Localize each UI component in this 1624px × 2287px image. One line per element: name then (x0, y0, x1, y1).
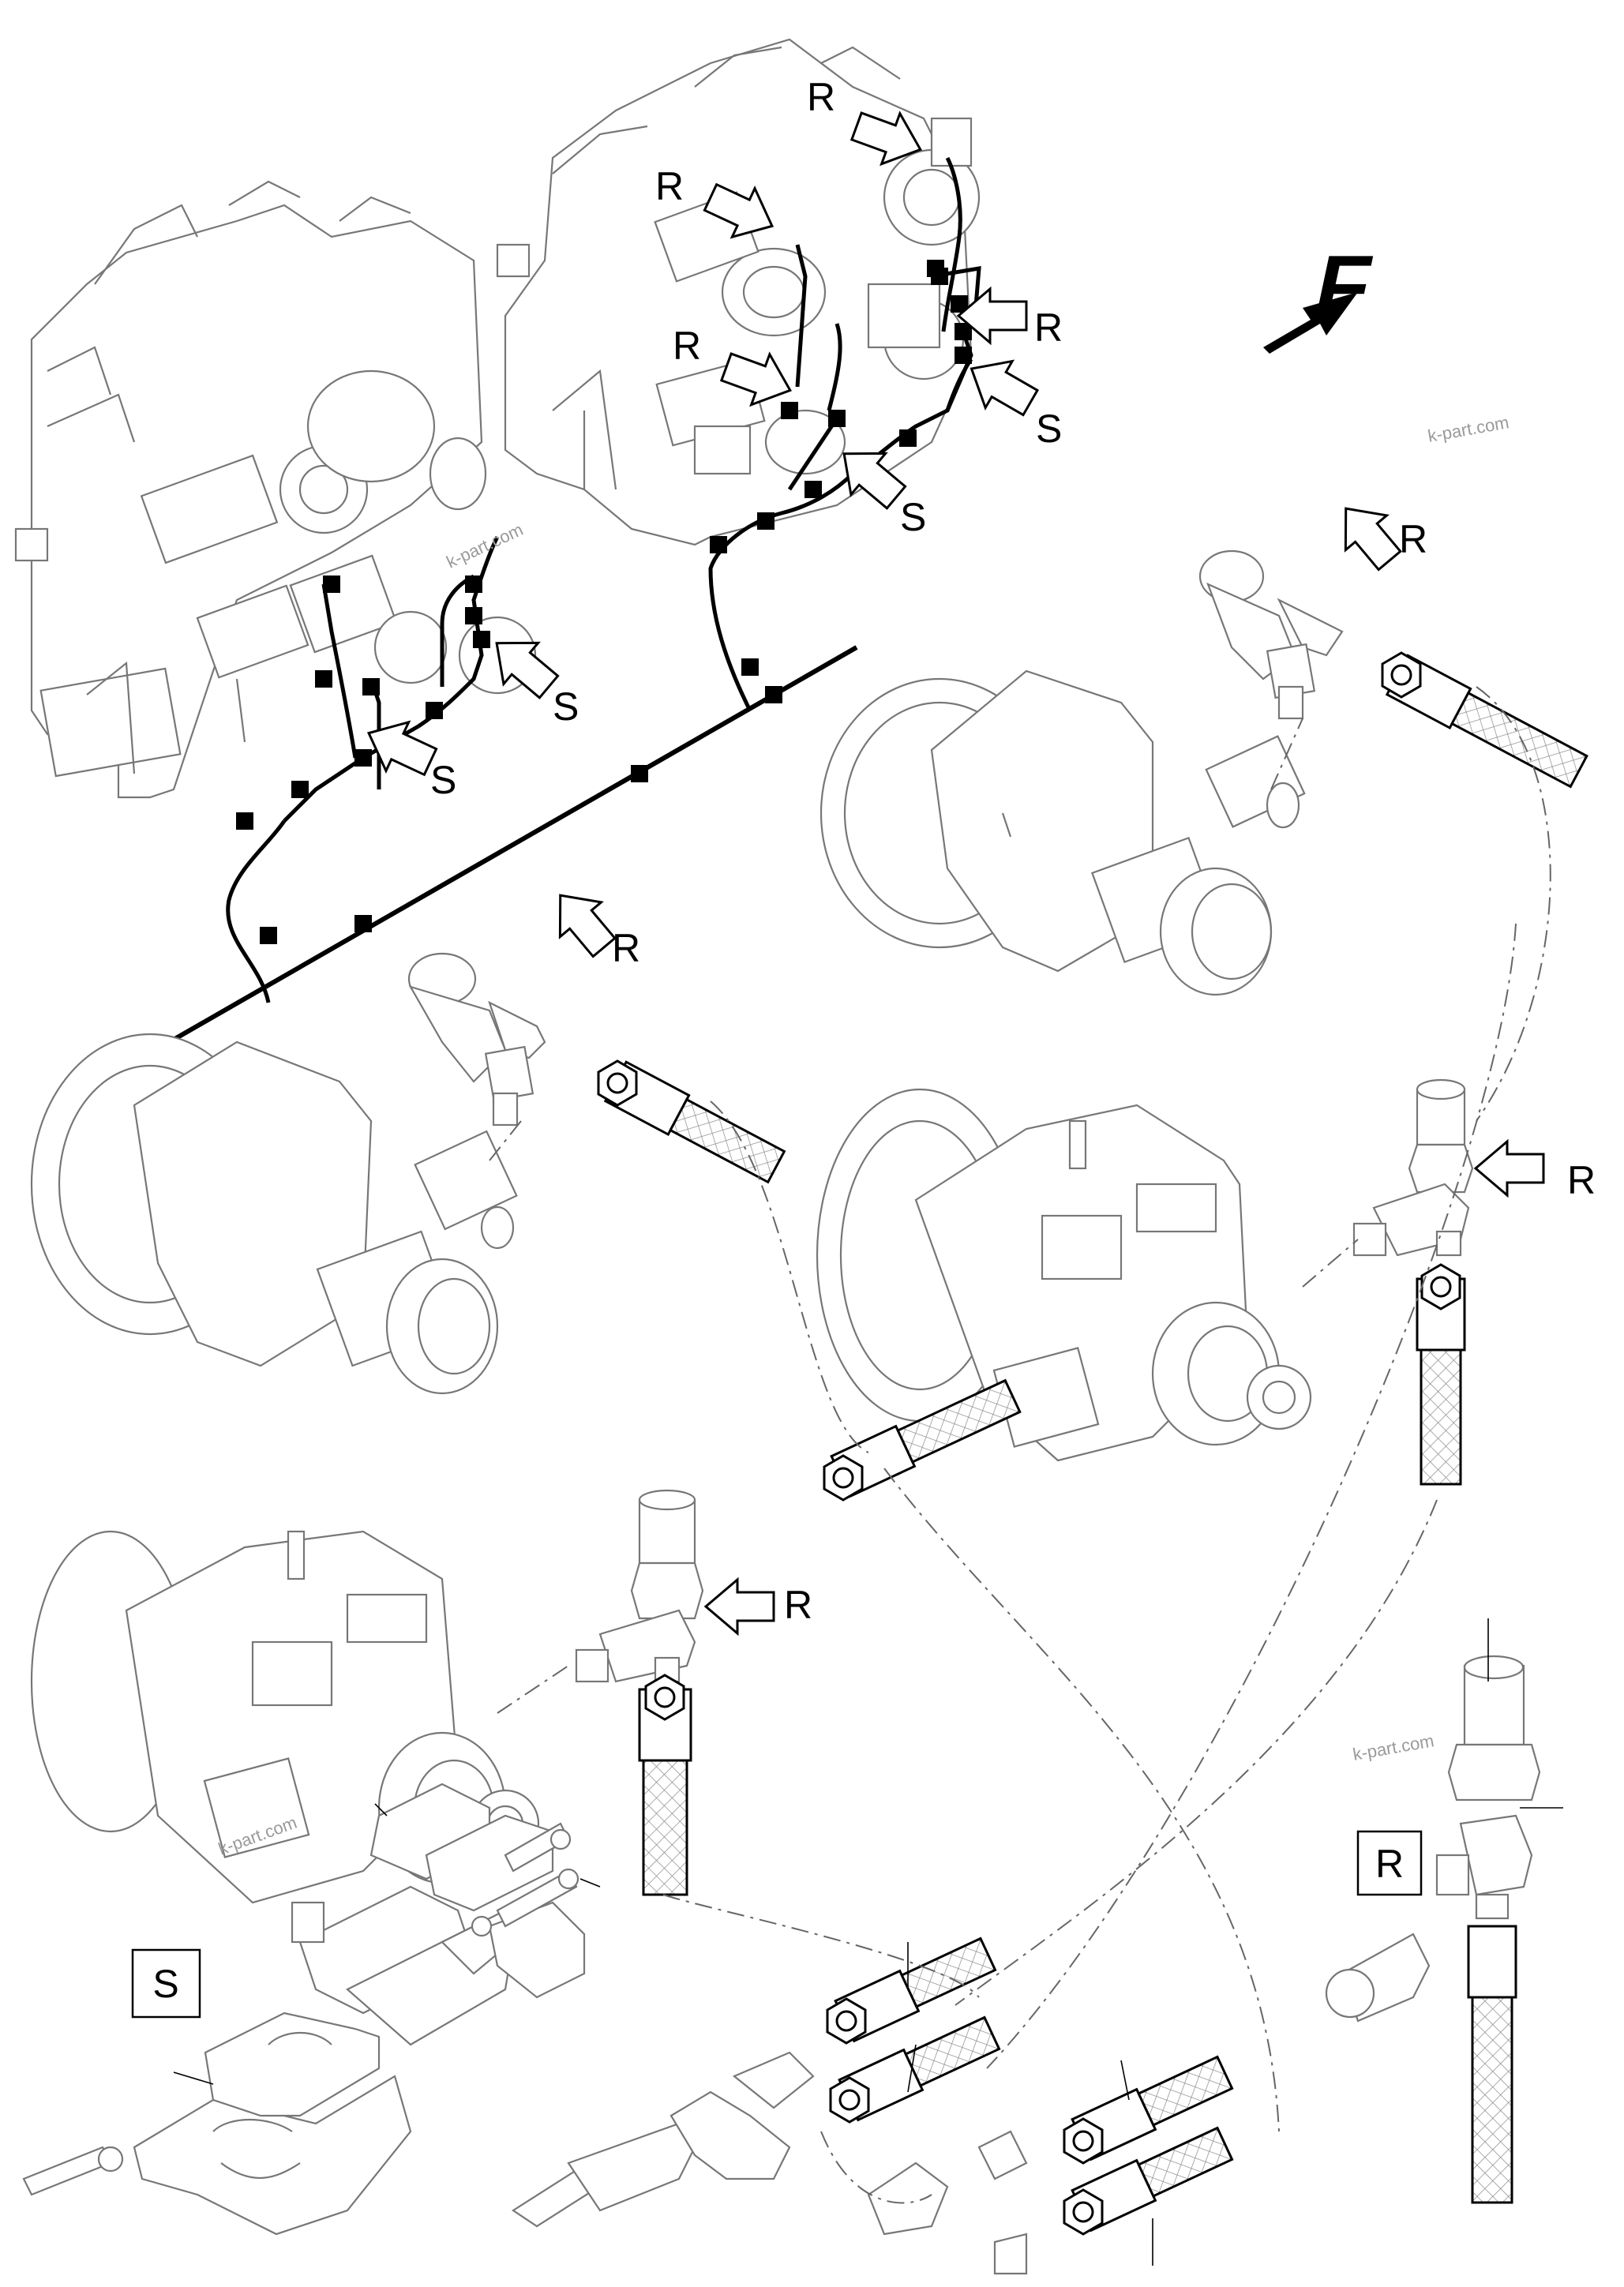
tee-fitting-1 (1198, 549, 1344, 720)
hose-5 (638, 1674, 692, 1896)
label-r: R (1567, 1158, 1596, 1202)
detail-s (22, 1783, 601, 2236)
detail-box-s-label: S (152, 1962, 178, 2006)
detail-box-s: S (131, 1948, 201, 2019)
label-r: R (612, 926, 640, 970)
bottom-manifold (511, 1936, 1234, 2275)
watermark: k-part.com (1427, 412, 1511, 446)
pump-detail-3 (816, 1088, 1312, 1462)
tee-fitting-4 (575, 1489, 704, 1683)
watermark: k-part.com (1352, 1730, 1436, 1764)
label-r: R (784, 1583, 812, 1627)
direction-label: F (1307, 237, 1380, 335)
label-s: S (553, 684, 579, 729)
label-r: R (655, 164, 684, 208)
callout-labels: R R R R S S S S R R R R (430, 75, 1596, 1627)
label-s: S (1036, 407, 1062, 451)
hose-1 (1381, 651, 1588, 789)
pump-detail-1 (820, 669, 1306, 996)
hose-4 (823, 1378, 1022, 1502)
detail-box-r-label: R (1375, 1842, 1404, 1886)
connection-lines (489, 686, 1551, 2204)
detail-box-r: R (1356, 1830, 1423, 1896)
label-r: R (673, 324, 701, 368)
label-s: S (900, 495, 926, 539)
main-harness (85, 156, 981, 1092)
pump-detail-2 (30, 1033, 518, 1395)
pump-assembly-right (496, 38, 981, 546)
label-r: R (1399, 517, 1427, 561)
hose-2 (597, 1059, 786, 1184)
label-s: S (430, 758, 456, 802)
detail-r (1325, 1618, 1563, 2204)
direction-indicator: F (1263, 237, 1380, 354)
tee-fitting-3 (1352, 1078, 1474, 1257)
label-r: R (1034, 306, 1063, 350)
pump-assembly-left (14, 180, 537, 799)
tee-fitting-2 (407, 952, 546, 1127)
label-r: R (807, 75, 835, 119)
hose-3 (1416, 1263, 1466, 1486)
